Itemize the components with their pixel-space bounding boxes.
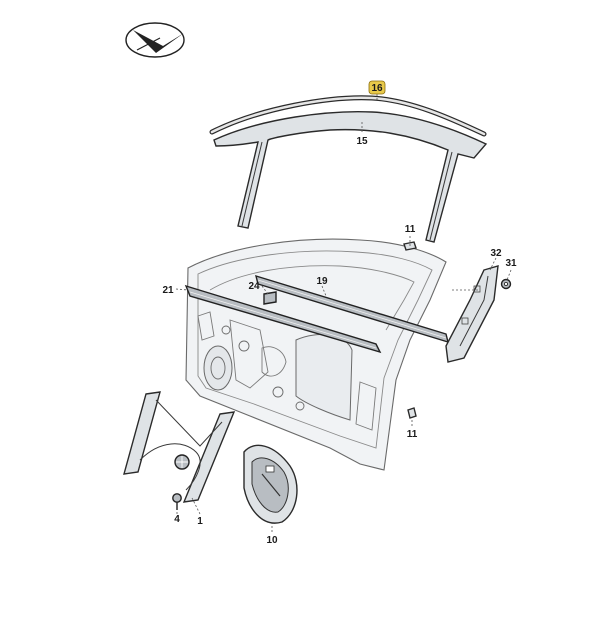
callout-1: 1: [197, 516, 203, 527]
callout-11-lower: 11: [407, 429, 418, 440]
part-15-window-seal: [213, 111, 488, 243]
part-21-belt-strip: [184, 284, 382, 354]
door-panel: [185, 238, 447, 471]
part-1-window-regulator: [123, 391, 236, 503]
callout-24: 24: [248, 281, 260, 292]
leader-lines: [175, 94, 512, 532]
part-4-bolt: [172, 493, 182, 510]
callout-31: 31: [505, 258, 517, 269]
part-31-nut: [500, 278, 512, 290]
part-24-clip: [263, 291, 277, 305]
callout-16: 16: [371, 83, 383, 94]
part-16-outer-seal: [209, 95, 487, 137]
part-32-pillar-trim: [445, 265, 499, 363]
callout-10: 10: [266, 535, 278, 546]
part-11-clip-lower: [407, 407, 417, 419]
callout-32: 32: [490, 248, 502, 259]
part-10-interior-handle: [243, 444, 298, 524]
emblem-icon: [125, 22, 185, 58]
callout-19: 19: [316, 276, 328, 287]
callout-15: 15: [356, 136, 368, 147]
callout-16-highlight: [368, 80, 386, 95]
callout-11-upper: 11: [405, 224, 416, 235]
callout-4: 4: [174, 514, 180, 525]
callout-21: 21: [162, 285, 174, 296]
